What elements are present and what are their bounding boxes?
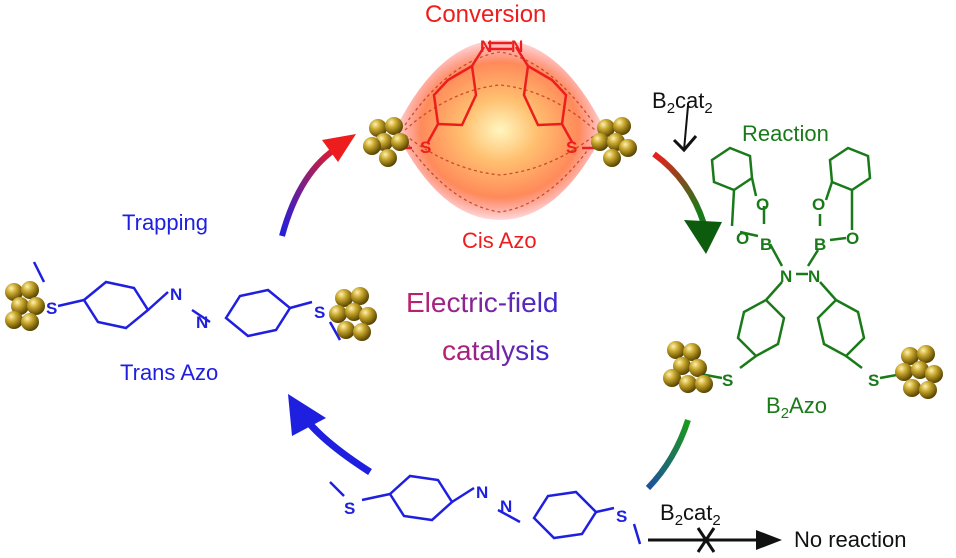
- trans-s-left: S: [46, 299, 57, 318]
- label-b2azo: B2Azo: [766, 393, 827, 422]
- reagent-arrow: [683, 105, 689, 151]
- trans-s-right: S: [314, 303, 325, 322]
- trans-azo-molecule: [32, 261, 342, 341]
- field-lines: [404, 51, 596, 213]
- trans-n1: N: [170, 285, 182, 304]
- bottom-s-right: S: [616, 507, 627, 526]
- label-center-line2: catalysis: [442, 335, 549, 366]
- b2azo-s-right: S: [868, 371, 879, 390]
- b2azo-o4: O: [846, 229, 859, 248]
- cis-n2: N: [511, 37, 523, 56]
- bottom-s-left: S: [344, 499, 355, 518]
- bottom-trans-azo-molecule: [329, 474, 642, 545]
- blocked-cross-icon: [696, 527, 716, 553]
- label-trapping: Trapping: [122, 210, 208, 235]
- label-reaction: Reaction: [742, 121, 829, 146]
- no-reaction-arrowhead: [756, 530, 782, 550]
- cis-azo-molecule: N N S S: [395, 37, 605, 220]
- cis-s-right: S: [566, 138, 577, 157]
- label-trans-azo: Trans Azo: [120, 360, 218, 385]
- trapping-arrow: [279, 143, 342, 237]
- reaction-arrowhead: [684, 220, 722, 254]
- b2azo-o1: O: [756, 195, 769, 214]
- label-no-reaction: No reaction: [794, 527, 907, 552]
- return-arrowhead: [288, 394, 326, 436]
- label-cis-azo: Cis Azo: [462, 228, 537, 253]
- trans-n2: N: [196, 313, 208, 332]
- bottom-n1: N: [476, 483, 488, 502]
- reagent-arrowhead: [672, 135, 698, 153]
- gold-cluster-trans-right: [329, 287, 377, 341]
- gold-cluster-b2azo-left: [663, 341, 713, 393]
- cis-s-left: S: [420, 138, 431, 157]
- gold-cluster-cis-right: [591, 117, 637, 167]
- bottom-n2: N: [500, 497, 512, 516]
- gold-cluster-trans-left: [5, 281, 45, 331]
- b2azo-s-left: S: [722, 371, 733, 390]
- gold-cluster-cis-left: [363, 117, 409, 167]
- label-center-line1: Electric-field: [406, 287, 558, 318]
- b2azo-n2: N: [808, 267, 820, 286]
- trapping-arrowhead: [322, 134, 356, 162]
- release-arrow: [645, 419, 691, 491]
- label-reagent-top: B2cat2: [652, 88, 713, 117]
- b2azo-molecule: [699, 146, 903, 380]
- label-conversion: Conversion: [425, 1, 546, 28]
- reaction-arrow: [652, 151, 707, 225]
- b2azo-b1: B: [760, 235, 772, 254]
- b2azo-b2: B: [814, 235, 826, 254]
- b2azo-n1: N: [780, 267, 792, 286]
- cis-rings: [426, 41, 574, 143]
- cis-n1: N: [480, 37, 492, 56]
- b2azo-o3: O: [812, 195, 825, 214]
- b2azo-o2: O: [736, 229, 749, 248]
- label-reagent-bottom: B2cat2: [660, 500, 721, 529]
- electric-field-glow: [395, 40, 605, 220]
- gold-cluster-b2azo-right: [895, 345, 943, 399]
